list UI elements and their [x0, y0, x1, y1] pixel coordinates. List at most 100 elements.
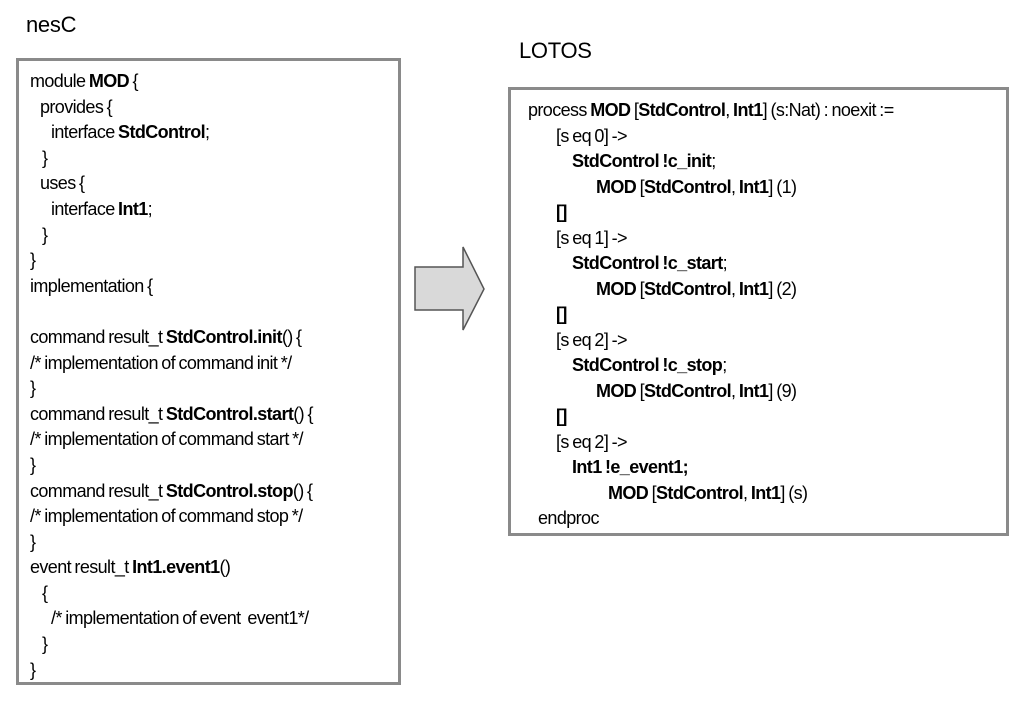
code-text: module	[30, 71, 89, 91]
code-line: MOD [StdControl, Int1] (2)	[528, 277, 1006, 303]
code-line: interface StdControl;	[30, 120, 398, 146]
code-line: /* implementation of command init */	[30, 351, 398, 377]
code-keyword: MOD	[590, 100, 631, 120]
code-text: provides {	[40, 96, 113, 117]
code-line: }	[30, 223, 398, 249]
code-text: ] (2)	[768, 278, 797, 299]
code-text: /* implementation of command start */	[30, 429, 304, 450]
code-text: interface	[51, 122, 119, 143]
code-text: ,	[725, 100, 734, 120]
code-line: interface Int1;	[30, 197, 398, 223]
code-keyword: Int1	[118, 198, 148, 219]
code-keyword: Int1.event1	[132, 557, 220, 578]
code-keyword: MOD	[596, 380, 637, 401]
code-line: module MOD {	[30, 69, 398, 95]
code-text: /* implementation of event event1*/	[51, 608, 309, 629]
code-line: uses {	[30, 171, 398, 197]
code-text: /* implementation of command stop */	[30, 506, 303, 527]
code-keyword: StdControl !c_stop	[572, 355, 723, 375]
code-text: }	[42, 224, 48, 245]
code-text: interface	[51, 198, 119, 219]
code-line: endproc	[528, 506, 1006, 532]
code-keyword: StdControl	[644, 176, 732, 197]
code-text: [s eq 1] ->	[556, 227, 628, 248]
code-line: MOD [StdControl, Int1] (9)	[528, 379, 1006, 405]
code-keyword: []	[556, 406, 567, 426]
code-line: []	[528, 200, 1006, 226]
code-text: command result_t	[30, 480, 166, 501]
code-keyword: Int1	[738, 278, 769, 299]
code-line: event result_t Int1.event1()	[30, 555, 398, 581]
code-keyword: StdControl.init	[165, 326, 283, 347]
code-line: }	[30, 453, 398, 479]
code-text: uses {	[40, 173, 85, 194]
code-line	[30, 299, 398, 325]
code-text: [	[630, 100, 639, 120]
code-text: () {	[292, 480, 313, 501]
code-text: ,	[731, 278, 739, 299]
code-line: command result_t StdControl.start() {	[30, 402, 398, 428]
code-text: ,	[731, 380, 739, 401]
code-text: ] (1)	[768, 176, 797, 197]
code-line: []	[528, 404, 1006, 430]
code-text: implementation {	[30, 275, 153, 296]
code-text: }	[30, 531, 36, 552]
code-keyword: StdControl	[638, 100, 726, 120]
code-text: }	[30, 454, 36, 475]
code-keyword: StdControl	[644, 278, 732, 299]
code-keyword: StdControl !c_init	[572, 151, 712, 171]
code-line: []	[528, 302, 1006, 328]
code-text: [s eq 0] ->	[556, 125, 628, 146]
code-line: [s eq 2] ->	[528, 430, 1006, 456]
code-line: StdControl !c_start;	[528, 251, 1006, 277]
nesc-code-box: module MOD { provides { interface StdCon…	[16, 58, 401, 685]
code-text: ] (s)	[780, 482, 808, 503]
code-keyword: StdControl	[656, 482, 744, 503]
code-keyword: MOD	[596, 176, 637, 197]
code-keyword: StdControl	[118, 122, 206, 143]
code-line: [s eq 1] ->	[528, 226, 1006, 252]
code-text: ,	[731, 176, 739, 197]
code-text: process	[528, 100, 591, 120]
code-keyword: Int1	[733, 100, 763, 120]
code-text	[30, 301, 33, 321]
code-text: () {	[293, 403, 313, 424]
code-keyword: MOD	[608, 482, 649, 503]
code-line: }	[30, 530, 398, 556]
code-line: }	[30, 376, 398, 402]
code-text: command result_t	[30, 403, 166, 424]
code-keyword: MOD	[88, 71, 130, 91]
code-line: }	[30, 248, 398, 274]
code-line: }	[30, 146, 398, 172]
code-line: }	[30, 632, 398, 658]
code-text: /* implementation of command init */	[30, 352, 292, 373]
code-text: {	[129, 71, 138, 91]
code-text: ,	[743, 482, 751, 503]
code-keyword: []	[556, 202, 567, 222]
code-keyword: []	[556, 304, 567, 324]
code-keyword: Int1	[750, 482, 781, 503]
lotos-code-box: process MOD [StdControl, Int1] (s:Nat) :…	[508, 87, 1009, 536]
code-line: Int1 !e_event1;	[528, 455, 1006, 481]
code-text: }	[30, 378, 36, 399]
code-text: ;	[711, 151, 716, 171]
code-line: /* implementation of event event1*/	[30, 606, 398, 632]
code-keyword: Int1 !e_event1;	[572, 457, 689, 477]
code-text: ;	[722, 355, 727, 375]
code-line: implementation {	[30, 274, 398, 300]
code-text: ;	[722, 253, 728, 273]
code-keyword: Int1	[738, 380, 769, 401]
right-arrow-icon	[414, 246, 485, 331]
code-text: }	[42, 634, 48, 655]
code-line: provides {	[30, 95, 398, 121]
code-text: [	[636, 176, 645, 197]
code-keyword: MOD	[596, 278, 637, 299]
code-text: }	[30, 250, 36, 271]
code-line: [s eq 2] ->	[528, 328, 1006, 354]
code-keyword: Int1	[738, 176, 769, 197]
code-keyword: StdControl.stop	[165, 480, 294, 501]
code-line: /* implementation of command start */	[30, 427, 398, 453]
code-text: {	[42, 582, 48, 603]
code-text: ] (s:Nat) : noexit :=	[762, 100, 895, 120]
code-line: /* implementation of command stop */	[30, 504, 398, 530]
